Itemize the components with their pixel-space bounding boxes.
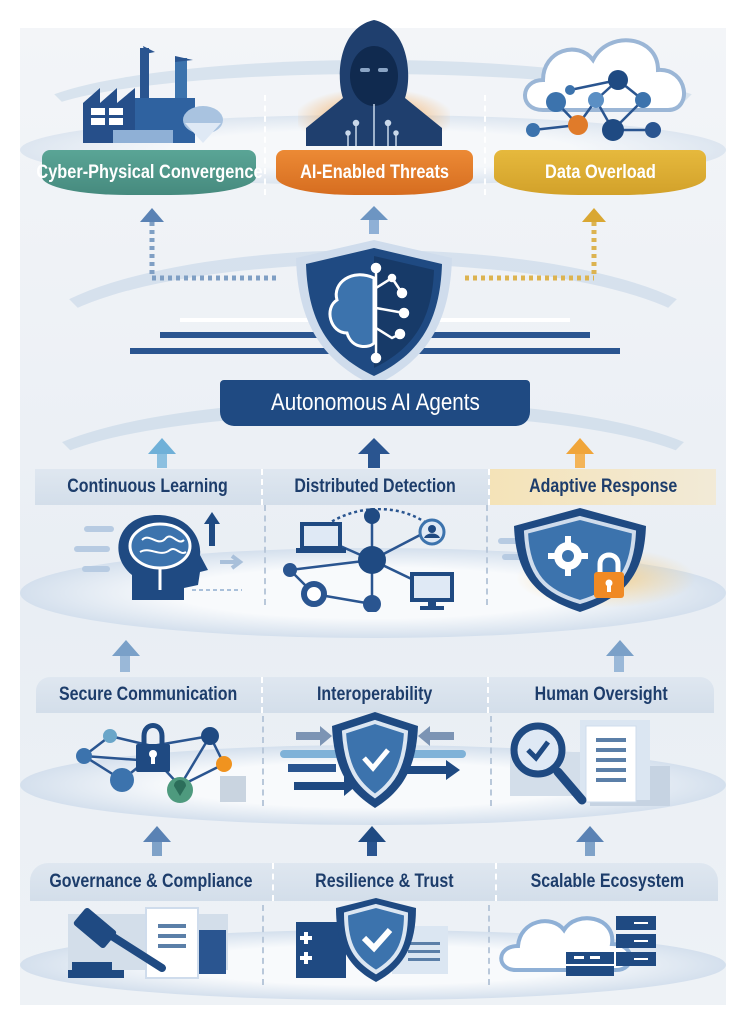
challenge-label: Cyber-Physical Convergence [35,161,263,183]
arrow-up-icon [140,208,164,222]
challenge-connectors [140,206,606,281]
network-devices-icon [283,508,454,612]
shield-arrows-icon [280,712,466,808]
arrow-up-icon [360,206,388,220]
divider [486,505,488,605]
capability-row-1: Continuous Learning Distributed Detectio… [35,469,717,505]
challenge-data-overload: Data Overload [494,150,706,195]
arrow-up-icon [112,640,140,656]
divider [264,505,266,605]
core-title-banner: Autonomous AI Agents [220,380,530,426]
capability-distributed-detection: Distributed Detection [263,469,491,505]
capability-human-oversight: Human Oversight [489,677,714,713]
core-title: Autonomous AI Agents [270,389,480,416]
capability-label: Governance & Compliance [49,871,253,892]
arrow-up-icon [358,826,386,842]
capability-label: Scalable Ecosystem [530,871,685,892]
capability-label: Human Oversight [535,684,669,705]
arrow-up-icon [143,826,171,842]
challenge-ai-enabled-threats: AI-Enabled Threats [276,150,473,195]
cloud-network-icon [523,38,686,141]
capability-label: Continuous Learning [67,476,229,497]
capability-label: Distributed Detection [294,476,457,497]
arrow-up-icon [148,438,176,454]
capability-label: Adaptive Response [529,476,678,497]
challenge-label: Data Overload [544,161,656,183]
row1-arrows [112,640,634,672]
brain-head-icon [74,512,244,600]
arrow-up-icon [606,640,634,656]
shield-check-icon [296,898,448,982]
divider [264,95,266,195]
divider [490,716,492,806]
arrow-up-icon [576,826,604,842]
capability-continuous-learning: Continuous Learning [35,469,263,505]
capability-label: Resilience & Trust [315,871,454,892]
capability-adaptive-response: Adaptive Response [490,469,717,505]
brain-circuit-shield-icon [296,240,452,386]
hooded-hacker-icon [298,20,450,146]
capability-secure-communication: Secure Communication [36,677,263,713]
magnifier-document-icon [510,720,670,806]
arrow-up-icon [582,208,606,222]
capability-scalable-ecosystem: Scalable Ecosystem [497,863,718,901]
capability-interoperability: Interoperability [263,677,490,713]
cloud-servers-icon [499,916,656,976]
factory-icon [83,46,223,143]
arrow-up-icon [566,438,594,454]
divider [488,905,490,985]
divider [484,95,486,195]
lock-network-icon [76,723,246,803]
row2-arrows [143,826,604,856]
capability-label: Secure Communication [59,684,238,705]
capability-resilience-trust: Resilience & Trust [274,863,497,901]
capability-row-2: Secure Communication Interoperability Hu… [36,677,714,713]
capability-row-3: Governance & Compliance Resilience & Tru… [30,863,718,901]
gavel-document-icon [68,907,228,979]
shield-gear-lock-icon [498,508,696,612]
arrow-up-icon [358,438,390,454]
challenge-label: AI-Enabled Threats [300,161,449,183]
challenge-cyber-physical-convergence: Cyber-Physical Convergence [36,150,262,195]
core-arrows [148,438,594,468]
divider [262,905,264,985]
capability-governance-compliance: Governance & Compliance [30,863,274,901]
capability-label: Interoperability [317,684,433,705]
divider [262,716,264,806]
